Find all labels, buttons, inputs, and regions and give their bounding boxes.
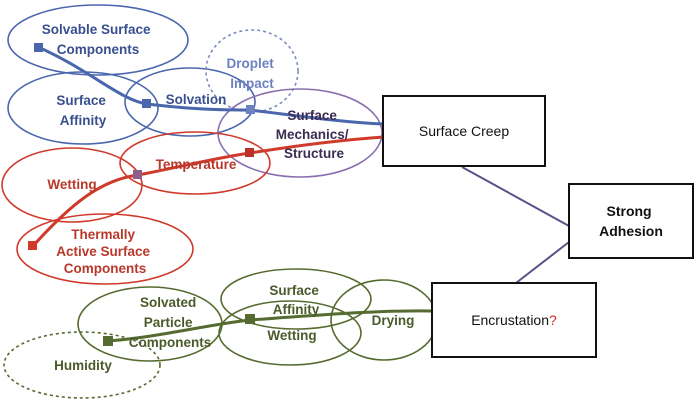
label-solvable-surface-components: Solvable Surface Components bbox=[42, 22, 155, 57]
label-surface-affinity-green: Surface Affinity bbox=[269, 283, 322, 317]
node-marker-mechanics bbox=[245, 148, 254, 157]
node-marker-temperature bbox=[133, 170, 142, 179]
node-marker-droplet bbox=[246, 105, 255, 114]
ellipse-temperature bbox=[119, 131, 271, 195]
red-flow-curve bbox=[31, 135, 384, 248]
label-thermally-active-surface-components: Thermally Active Surface Components bbox=[56, 227, 154, 276]
label-solvation: Solvation bbox=[166, 92, 227, 107]
node-marker-affinity-wetting bbox=[245, 314, 255, 324]
label-wetting-red: Wetting bbox=[47, 177, 96, 192]
ellipse-solvable-surface-components bbox=[7, 4, 189, 76]
label-humidity: Humidity bbox=[54, 358, 112, 373]
label-encrustation: Encrustation? bbox=[471, 312, 557, 328]
label-surface-creep: Surface Creep bbox=[419, 123, 509, 139]
label-surface-affinity-blue: Surface Affinity bbox=[56, 93, 109, 128]
label-strong-adhesion: Strong Adhesion bbox=[599, 203, 663, 239]
connector-encrustation-to-adhesion bbox=[515, 241, 570, 284]
connector-creep-to-adhesion bbox=[461, 166, 570, 227]
label-drying: Drying bbox=[372, 313, 415, 328]
box-encrustation bbox=[431, 282, 597, 358]
node-marker-thermal bbox=[28, 241, 37, 250]
label-droplet-impact: Droplet Impact bbox=[226, 56, 277, 91]
label-temperature: Temperature bbox=[156, 157, 237, 172]
box-surface-creep bbox=[382, 95, 546, 167]
ellipse-surface-affinity-green bbox=[220, 268, 372, 330]
ellipse-wetting-green bbox=[218, 300, 362, 366]
label-solvated-particle-components: Solvated Particle Components bbox=[129, 295, 212, 350]
box-strong-adhesion bbox=[568, 183, 694, 259]
node-marker-solvable bbox=[34, 43, 43, 52]
ellipse-humidity bbox=[3, 331, 161, 399]
encrustation-question-mark: ? bbox=[549, 312, 557, 328]
node-marker-solvation bbox=[142, 99, 151, 108]
blue-flow-curve bbox=[37, 45, 384, 126]
ellipse-solvation bbox=[124, 67, 256, 137]
node-marker-humidity bbox=[103, 336, 113, 346]
label-wetting-green: Wetting bbox=[267, 328, 316, 343]
label-surface-mechanics-structure: Surface Mechanics/ Structure bbox=[276, 108, 353, 161]
ellipse-thermally-active bbox=[16, 213, 194, 285]
